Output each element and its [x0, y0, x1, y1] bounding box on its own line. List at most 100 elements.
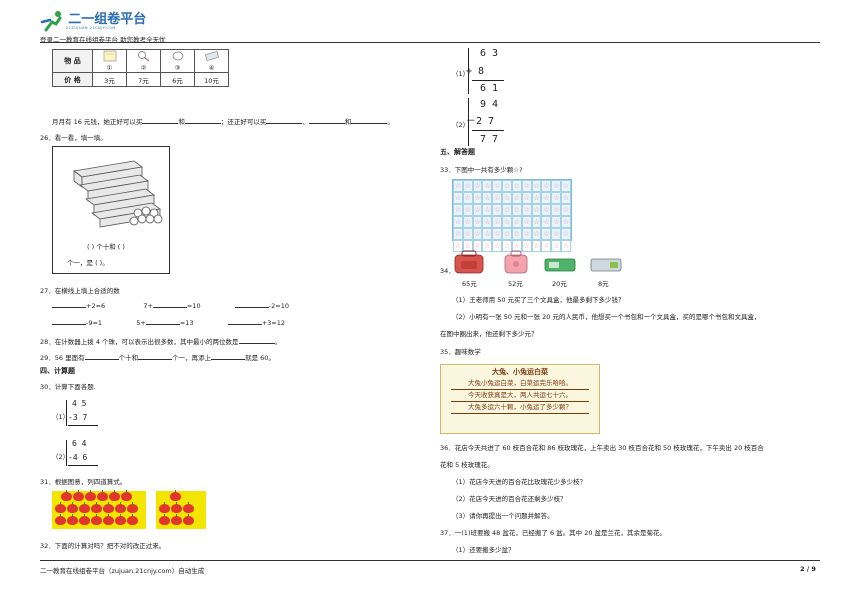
star-icon: ☆	[482, 192, 493, 204]
apple-icon	[114, 502, 126, 513]
poem-line: 今天收获真是大，两人共运七十六。	[451, 390, 589, 402]
apple-icon	[158, 502, 170, 513]
price-cell: 3元	[92, 72, 127, 87]
calc-underline	[68, 465, 98, 466]
q30-2-top: 6 4	[72, 439, 87, 448]
apple-icon	[54, 502, 66, 513]
star-icon: ☆	[551, 192, 562, 204]
star-icon: ☆	[462, 228, 473, 240]
apple-icon	[108, 490, 120, 501]
right-calc-2-operand: －2 7	[466, 116, 495, 127]
poem-card: 大兔、小兔运白菜 大兔小兔运白菜，白菜运完乐哈哈。 今天收获真是大，两人共运七十…	[440, 364, 600, 434]
q30-1-label: （1）	[52, 413, 70, 421]
answer-blank[interactable]	[138, 354, 173, 360]
answer-blank[interactable]	[145, 319, 180, 325]
star-icon: ☆	[502, 204, 512, 216]
product-row: 65元 52元 20元 8元	[452, 249, 632, 289]
star-icon: ☆	[541, 204, 552, 216]
apple-icon	[60, 490, 72, 501]
star-icon: ☆	[561, 228, 571, 240]
answer-blank[interactable]	[211, 354, 246, 360]
star-icon: ☆	[492, 180, 503, 192]
star-icon: ☆	[472, 228, 483, 240]
price-cell: 10元	[194, 72, 229, 87]
answer-blank[interactable]	[52, 319, 86, 325]
answer-blank[interactable]	[52, 302, 86, 308]
items-price-table: 物 品 ① ② ③ ④ 价 格 3元 7元 6元 10元	[52, 49, 229, 87]
product-price: 20元	[552, 280, 567, 288]
star-icon: ☆	[482, 204, 493, 216]
apple-icon	[120, 490, 132, 501]
star-icon: ☆	[541, 192, 552, 204]
star-icon: ☆	[462, 180, 473, 192]
jump-rope-icon	[172, 51, 183, 61]
question-26: 26．看一看，填一填。	[40, 134, 107, 142]
star-icon: ☆	[472, 216, 483, 228]
apples-group-left	[52, 490, 146, 529]
item-number: ③	[174, 64, 181, 72]
question-28: 28．在计数器上拨 4 个珠，可以表示出很多数，其中最小的两位数是。	[40, 338, 282, 346]
answer-blank[interactable]	[227, 319, 262, 325]
pencil-case-icon	[204, 51, 219, 61]
footer-text: 二一教育在线组卷平台（zujuan.21cnjy.com）自动生成	[40, 567, 205, 575]
question-32: 32．下面的计算对吗？把不对的改正过来。	[40, 542, 166, 550]
star-icon: ☆	[561, 216, 571, 228]
answer-blank[interactable]	[152, 302, 187, 308]
star-icon: ☆	[561, 192, 571, 204]
star-icon: ☆	[482, 216, 493, 228]
question-35: 35．趣味数学	[440, 348, 481, 356]
q36-part-3: （3）请你再提出一个问题并解答。	[452, 512, 554, 520]
star-icon: ☆	[531, 240, 542, 252]
star-icon: ☆	[492, 228, 503, 240]
apple-icon	[182, 502, 194, 513]
item-notebook: ①	[92, 49, 127, 73]
green-pencil-box-icon	[544, 258, 576, 272]
calc-underline	[472, 80, 504, 81]
star-icon: ☆	[502, 192, 512, 204]
star-icon: ☆	[521, 216, 532, 228]
star-icon: ☆	[521, 228, 532, 240]
q30-2-label: （2）	[52, 453, 70, 461]
answer-blank[interactable]	[234, 302, 269, 308]
price-cell: 7元	[126, 72, 161, 87]
apple-icon	[182, 514, 194, 525]
answer-blank[interactable]	[84, 354, 119, 360]
logo: 二一组卷平台	[40, 8, 146, 32]
q27-row-2: -9=1 5+=13 +3=12	[52, 319, 285, 327]
star-icon: ☆	[541, 228, 552, 240]
right-calc-1-result: 6 1	[480, 83, 499, 94]
star-icon: ☆	[561, 240, 571, 252]
star-icon: ☆	[511, 228, 522, 240]
question-31: 31．根据图意，列四道算式。	[40, 478, 127, 486]
poem-line: 大兔小兔运白菜，白菜运完乐哈哈。	[451, 378, 589, 390]
logo-text: 二一组卷平台	[68, 12, 147, 27]
answer-blank[interactable]	[142, 118, 179, 124]
footer-rule	[40, 560, 820, 561]
star-icon: ☆	[492, 240, 503, 252]
q36-part-2: （2）花店今天进的百合花还剩多少枝？	[452, 495, 567, 503]
calc-underline	[472, 130, 504, 131]
question-30: 30．计算下面各题.	[40, 383, 96, 391]
star-icon: ☆	[492, 216, 503, 228]
star-icon: ☆	[453, 192, 463, 204]
star-icon: ☆	[502, 228, 512, 240]
star-icon: ☆	[521, 240, 532, 252]
answer-blank[interactable]	[351, 118, 388, 124]
apple-icon	[102, 502, 114, 513]
answer-blank[interactable]	[184, 118, 221, 124]
star-icon: ☆	[521, 204, 532, 216]
star-icon: ☆	[531, 192, 542, 204]
star-icon: ☆	[551, 180, 562, 192]
answer-blank[interactable]	[308, 118, 345, 124]
answer-blank[interactable]	[266, 118, 303, 124]
apple-icon	[90, 514, 102, 525]
star-icon: ☆	[462, 204, 473, 216]
item-number: ①	[106, 64, 113, 72]
apple-icon	[169, 490, 181, 501]
answer-blank[interactable]	[238, 338, 275, 344]
star-grid: ☆☆☆☆☆☆☆☆☆☆☆☆☆☆☆☆☆☆☆☆☆☆☆☆☆☆☆☆☆☆☆☆☆☆☆☆☆☆☆☆…	[452, 179, 572, 252]
apple-icon	[84, 490, 96, 501]
q26-fill-line-1: ( ) 个十和 ( )	[87, 243, 125, 251]
star-icon: ☆	[492, 204, 503, 216]
star-icon: ☆	[541, 240, 552, 252]
